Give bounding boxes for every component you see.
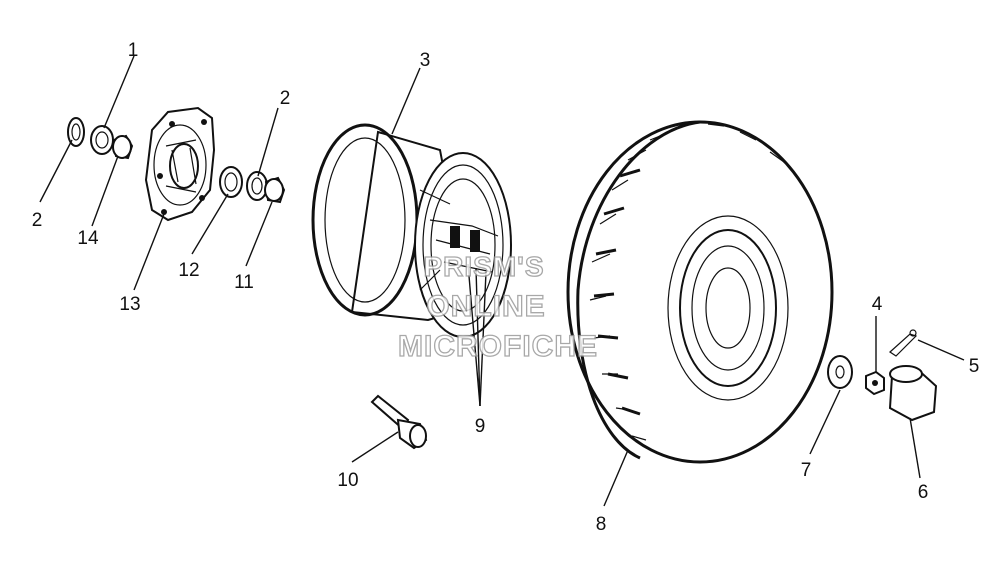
nut-part: [865, 370, 885, 396]
valve-stem-part: [370, 394, 428, 450]
callout-11: 11: [234, 272, 254, 293]
washer-part: [827, 355, 853, 389]
callout-14: 14: [77, 228, 99, 249]
hub-part: [144, 106, 216, 222]
callout-2-left: 2: [32, 210, 43, 231]
callout-1: 1: [128, 40, 139, 61]
callout-5: 5: [969, 356, 980, 377]
callout-labels: 1 2 14 13 2 12 11 3 9 10 8 7 4 5 6: [32, 40, 980, 535]
cotter-pin-part: [889, 329, 918, 357]
seal-left-part: [67, 117, 85, 147]
watermark-line-2: ONLINE: [426, 290, 545, 323]
callout-7: 7: [801, 460, 812, 481]
callout-9: 9: [475, 416, 486, 437]
callout-10: 10: [337, 470, 358, 491]
callout-2-right: 2: [280, 88, 291, 109]
callout-4: 4: [872, 294, 883, 315]
watermark-line-3: MICROFICHE: [398, 330, 598, 363]
callout-13: 13: [119, 294, 140, 315]
callout-8: 8: [596, 514, 607, 535]
rim-part: [311, 123, 512, 338]
hub-cap-part: [888, 365, 938, 422]
bearing-right-part: [219, 166, 243, 198]
callout-3: 3: [420, 50, 431, 71]
callout-6: 6: [918, 482, 929, 503]
leader-lines: [39, 55, 965, 507]
watermark: PRISM'S ONLINE MICROFICHE: [397, 250, 598, 363]
spacer-part: [112, 134, 134, 160]
bearing-left-part: [90, 125, 114, 155]
watermark-line-1: PRISM'S: [423, 251, 544, 282]
callout-12: 12: [178, 260, 199, 281]
seal-right-part: [246, 171, 268, 201]
tire-part: [566, 120, 834, 464]
spacer-right-part: [264, 176, 286, 204]
